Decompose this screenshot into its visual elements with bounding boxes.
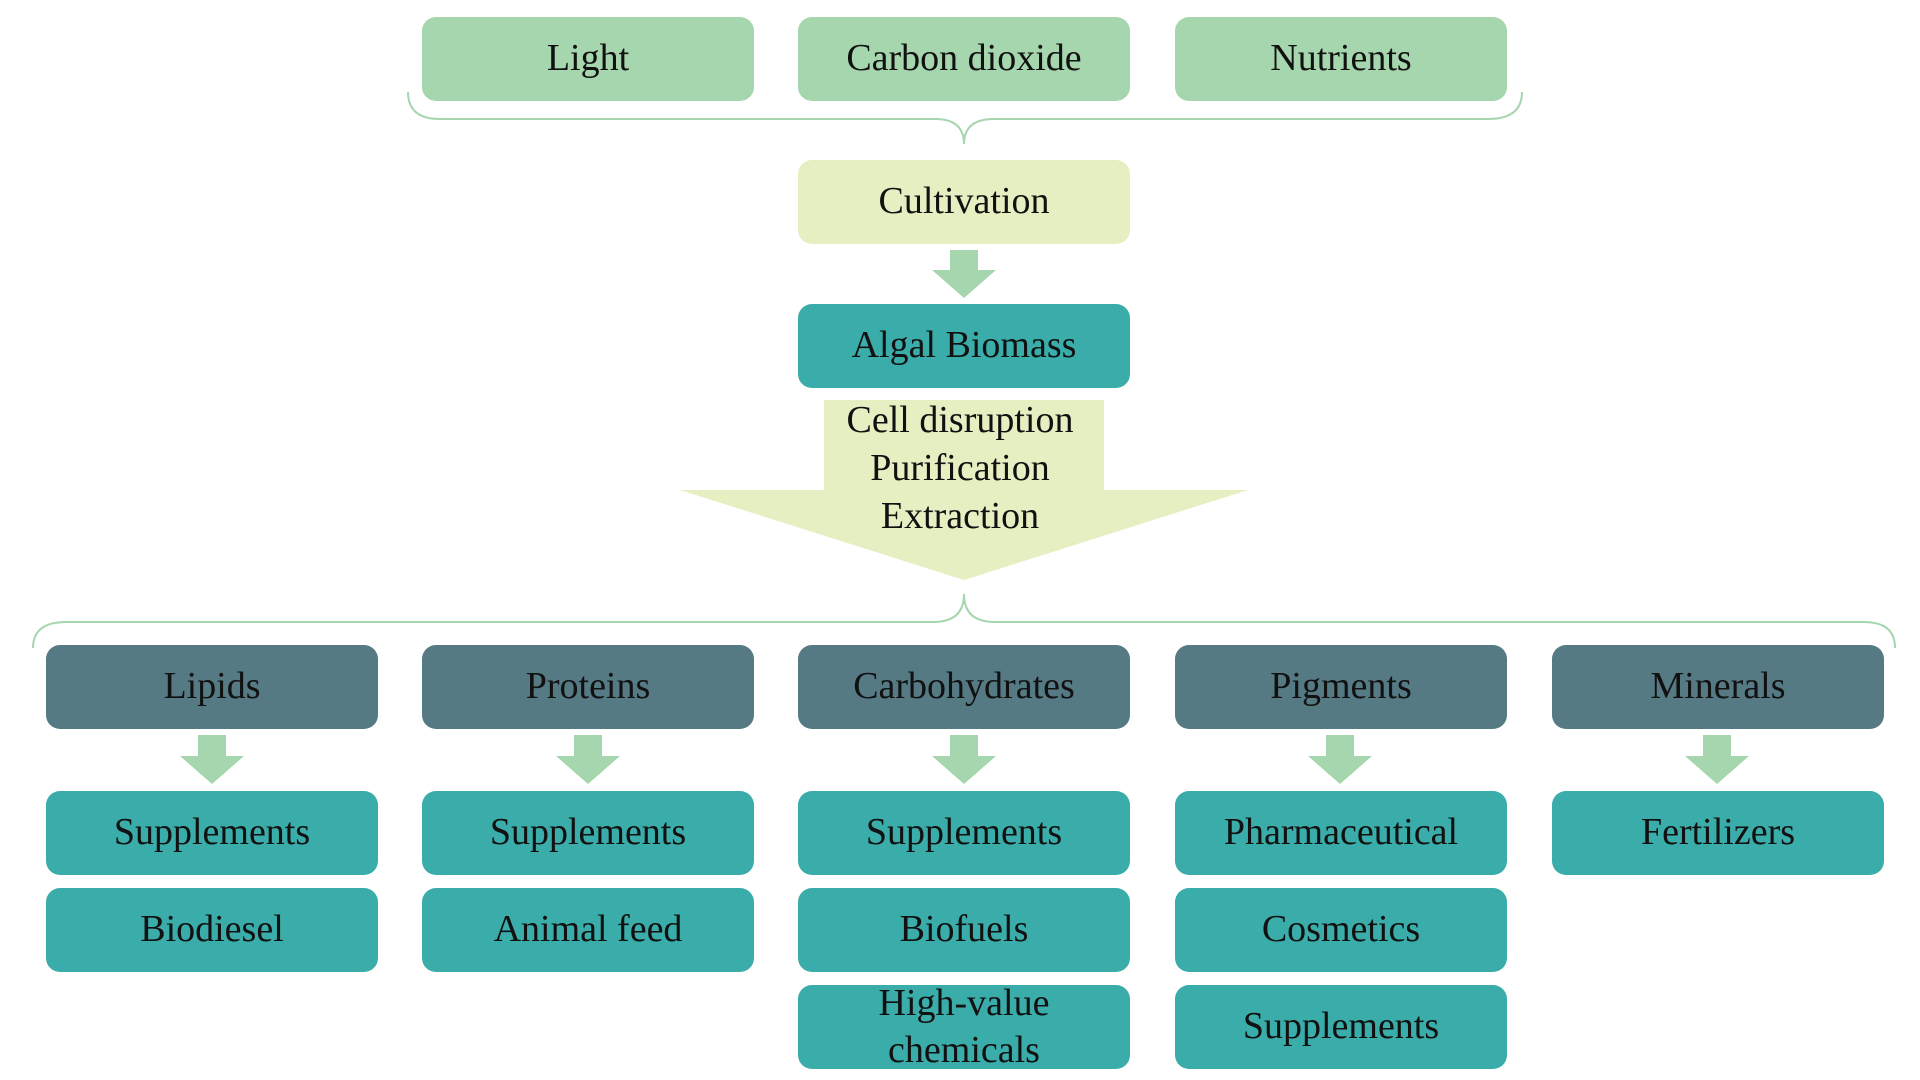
algal-biomass-box: Algal Biomass — [798, 304, 1130, 388]
product-proteins-supplements: Supplements — [422, 791, 754, 875]
input-light: Light — [422, 17, 754, 101]
product-minerals-fertilizers: Fertilizers — [1552, 791, 1884, 875]
product-pigments-supplements: Supplements — [1175, 985, 1507, 1069]
minerals-arrow-icon — [1685, 735, 1749, 784]
process-cell-disruption: Cell disruption — [846, 399, 1074, 441]
component-proteins: Proteins — [422, 645, 754, 729]
product-carbohydrates-supplements: Supplements — [798, 791, 1130, 875]
process-extraction: Extraction — [880, 495, 1040, 537]
component-minerals: Minerals — [1552, 645, 1884, 729]
proteins-arrow-icon — [556, 735, 620, 784]
component-brace — [32, 593, 1896, 649]
process-arrow-icon — [680, 400, 1248, 580]
product-pigments-cosmetics: Cosmetics — [1175, 888, 1507, 972]
lipids-arrow-icon — [180, 735, 244, 784]
component-carbohydrates: Carbohydrates — [798, 645, 1130, 729]
product-carbohydrates-high-value-chemicals: High-value chemicals — [798, 982, 1130, 1071]
process-purification: Purification — [870, 447, 1050, 489]
product-proteins-animal-feed: Animal feed — [422, 888, 754, 972]
product-pigments-pharmaceutical: Pharmaceutical — [1175, 791, 1507, 875]
product-lipids-biodiesel: Biodiesel — [46, 888, 378, 972]
carbohydrates-arrow-icon — [932, 735, 996, 784]
input-carbon-dioxide: Carbon dioxide — [798, 17, 1130, 101]
input-nutrients: Nutrients — [1175, 17, 1507, 101]
cultivation-box: Cultivation — [798, 160, 1130, 244]
product-lipids-supplements: Supplements — [46, 791, 378, 875]
process-steps: Cell disruption Purification Extraction — [820, 396, 1100, 540]
component-lipids: Lipids — [46, 645, 378, 729]
input-brace — [407, 91, 1523, 145]
cultivation-arrow-icon — [932, 250, 996, 298]
product-carbohydrates-biofuels: Biofuels — [798, 888, 1130, 972]
pigments-arrow-icon — [1308, 735, 1372, 784]
component-pigments: Pigments — [1175, 645, 1507, 729]
